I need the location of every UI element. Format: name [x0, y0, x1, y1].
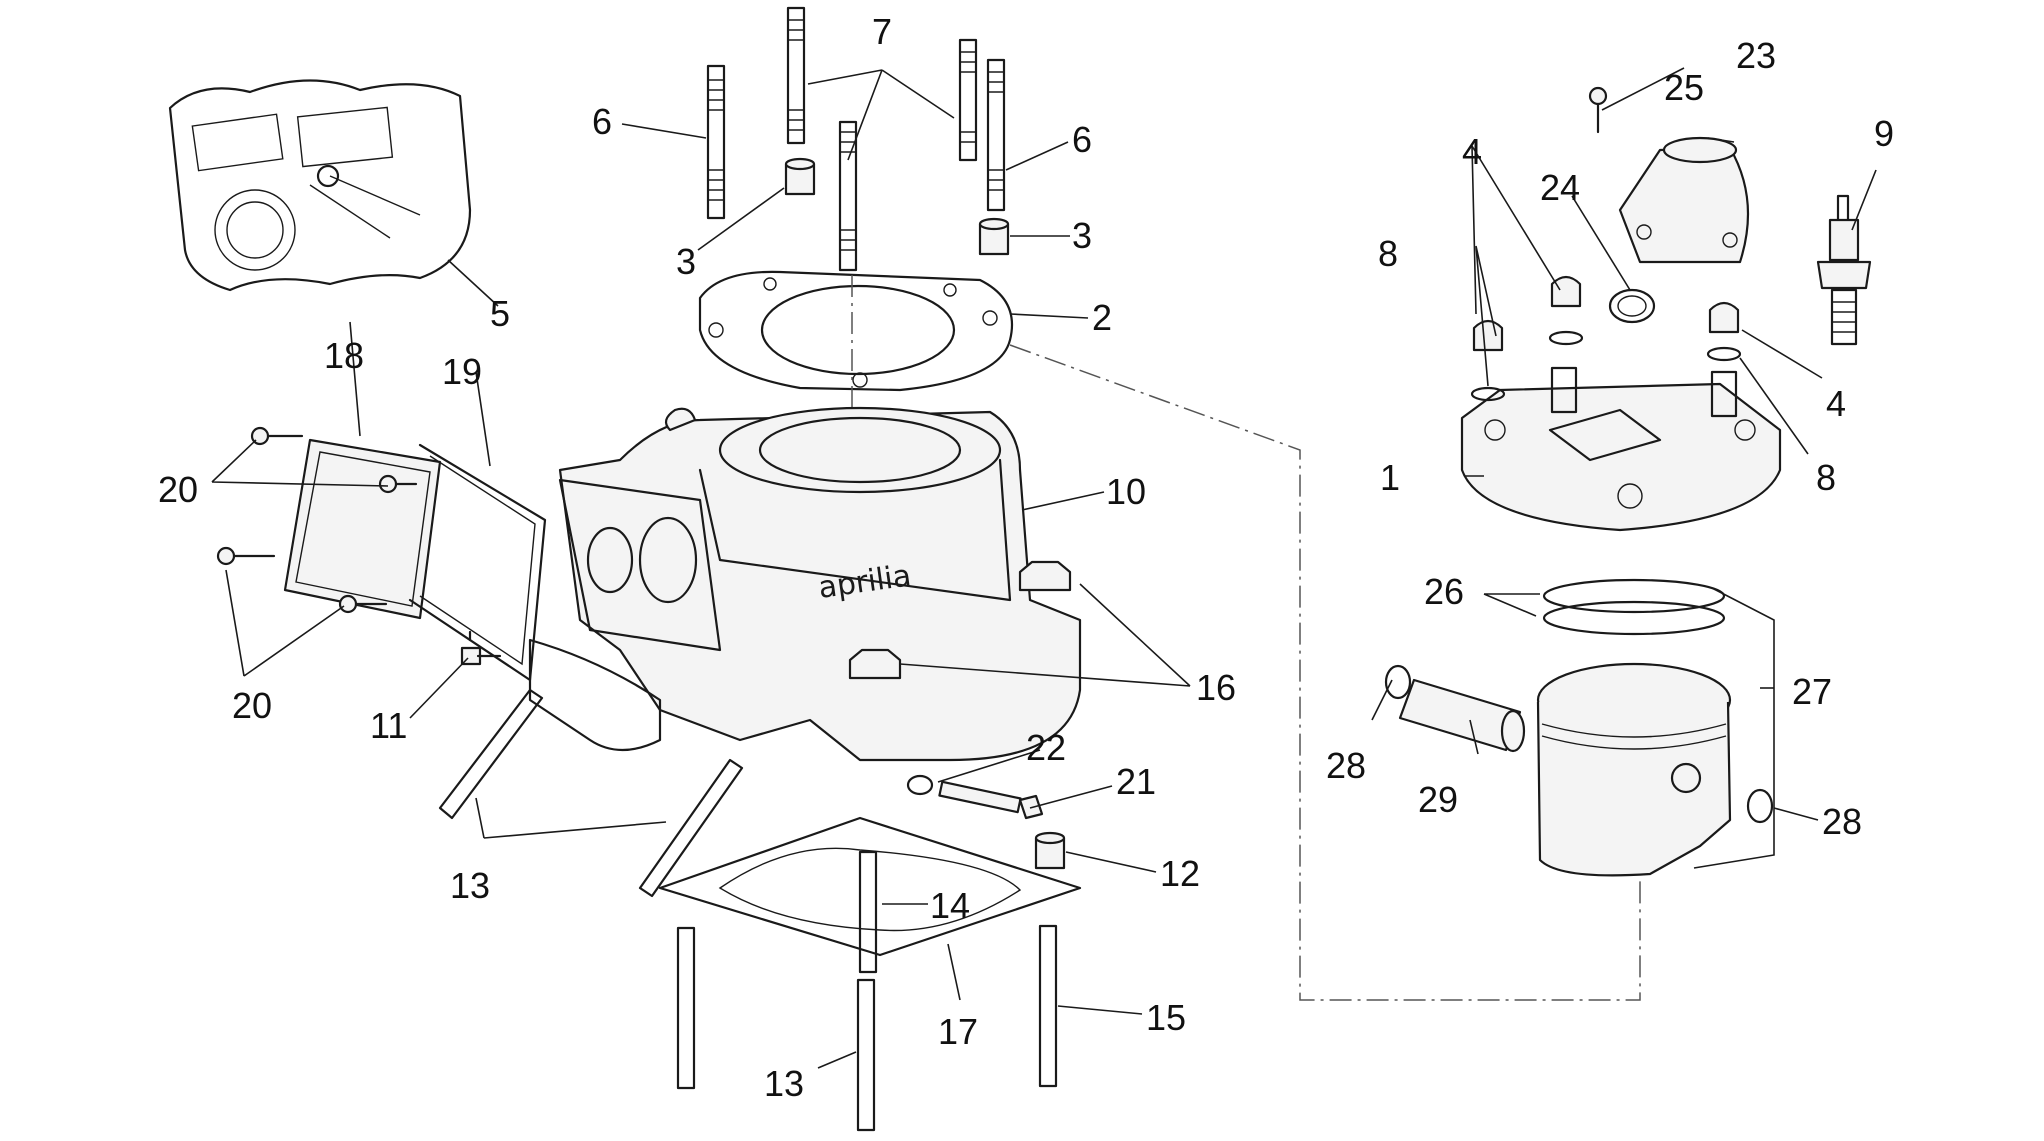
- part-28-circlip-left: [1384, 664, 1412, 700]
- callout-16: 16: [1196, 667, 1236, 708]
- part-12-dowel: [1034, 831, 1066, 870]
- part-8-washer-left: [1470, 386, 1506, 402]
- callout-8-left: 8: [1378, 233, 1398, 274]
- part-9-spark-plug: [1816, 194, 1872, 346]
- part-6-stud-left: [706, 64, 726, 220]
- callout-3-left: 3: [676, 241, 696, 282]
- callout-10: 10: [1106, 471, 1146, 512]
- callout-6-left: 6: [592, 101, 612, 142]
- callout-20-upper: 20: [158, 469, 198, 510]
- callout-28-left: 28: [1326, 745, 1366, 786]
- callout-20-lower: 20: [232, 685, 272, 726]
- callout-23: 23: [1736, 35, 1776, 76]
- leader-lines: [211, 67, 1877, 1069]
- callout-1: 1: [1380, 457, 1400, 498]
- part-27-bracket: [1693, 587, 1775, 869]
- part-4-nut-left: [1472, 319, 1504, 352]
- part-15-stud: [1038, 924, 1058, 1088]
- callout-21: 21: [1116, 761, 1156, 802]
- part-14-stud: [858, 850, 878, 974]
- callout-8-right: 8: [1816, 457, 1836, 498]
- part-7-stud-right: [958, 38, 978, 162]
- part-4-nut-right: [1708, 301, 1740, 334]
- callout-9: 9: [1874, 113, 1894, 154]
- callout-labels: 6 7 6 3 3 2 5 10 16 18 19 20 20 11 13 22…: [158, 11, 1894, 1104]
- callout-13-left: 13: [450, 865, 490, 906]
- callout-4-upper: 4: [1462, 131, 1482, 172]
- part-2-head-gasket: [698, 270, 1014, 392]
- part-7-stud-center: [838, 120, 858, 272]
- callout-6-right: 6: [1072, 119, 1092, 160]
- callout-27: 27: [1792, 671, 1832, 712]
- part-22-washer: [906, 774, 934, 796]
- part-28-circlip-right: [1746, 788, 1774, 824]
- part-8-washer-center: [1548, 330, 1584, 346]
- callout-25: 25: [1664, 67, 1704, 108]
- callout-19: 19: [442, 351, 482, 392]
- part-24-o-ring: [1608, 288, 1656, 324]
- part-18-reed-cover: [283, 438, 442, 620]
- callout-5: 5: [490, 293, 510, 334]
- part-26-piston-rings: [1542, 578, 1726, 636]
- part-16-plug-upper: [1018, 560, 1072, 592]
- part-7-stud-left: [786, 6, 806, 145]
- part-4-nut-center: [1550, 275, 1582, 308]
- callout-14: 14: [930, 885, 970, 926]
- callout-17: 17: [938, 1011, 978, 1052]
- part-13-stud-bottom-center: [856, 978, 876, 1132]
- part-13-stud-diagonal-right: [638, 758, 744, 898]
- part-6-stud-right: [986, 58, 1006, 212]
- callout-18: 18: [324, 335, 364, 376]
- part-27-piston: [1536, 662, 1732, 877]
- callout-26: 26: [1424, 571, 1464, 612]
- callout-2: 2: [1092, 297, 1112, 338]
- callout-4-lower: 4: [1826, 383, 1846, 424]
- callout-3-right: 3: [1072, 215, 1092, 256]
- callout-29: 29: [1418, 779, 1458, 820]
- callout-28-right: 28: [1822, 801, 1862, 842]
- callout-7: 7: [872, 11, 892, 52]
- part-1-cylinder-head: [1460, 366, 1782, 532]
- part-13-stud-diagonal-left: [438, 688, 544, 820]
- callout-24: 24: [1540, 167, 1580, 208]
- part-8-washer-right: [1706, 346, 1742, 362]
- part-3-dowel-right: [978, 217, 1010, 256]
- callout-22: 22: [1026, 727, 1066, 768]
- part-29-piston-pin: [1398, 678, 1526, 753]
- callout-15: 15: [1146, 997, 1186, 1038]
- part-20-screws: [216, 426, 418, 614]
- part-23-water-outlet: [1618, 136, 1750, 264]
- part-10-cylinder: aprilia: [528, 406, 1082, 762]
- part-21-bolt: [938, 780, 1044, 820]
- part-13-stud-bottom-left: [676, 926, 696, 1090]
- callout-13-bottom: 13: [764, 1063, 804, 1104]
- part-5-gasket-kit: [168, 79, 472, 292]
- callout-12: 12: [1160, 853, 1200, 894]
- part-16-plug-lower: [848, 648, 902, 680]
- callout-11: 11: [370, 705, 407, 746]
- part-3-dowel-left: [784, 157, 816, 196]
- part-25-screw: [1588, 86, 1608, 134]
- part-17-base-gasket: [658, 816, 1082, 957]
